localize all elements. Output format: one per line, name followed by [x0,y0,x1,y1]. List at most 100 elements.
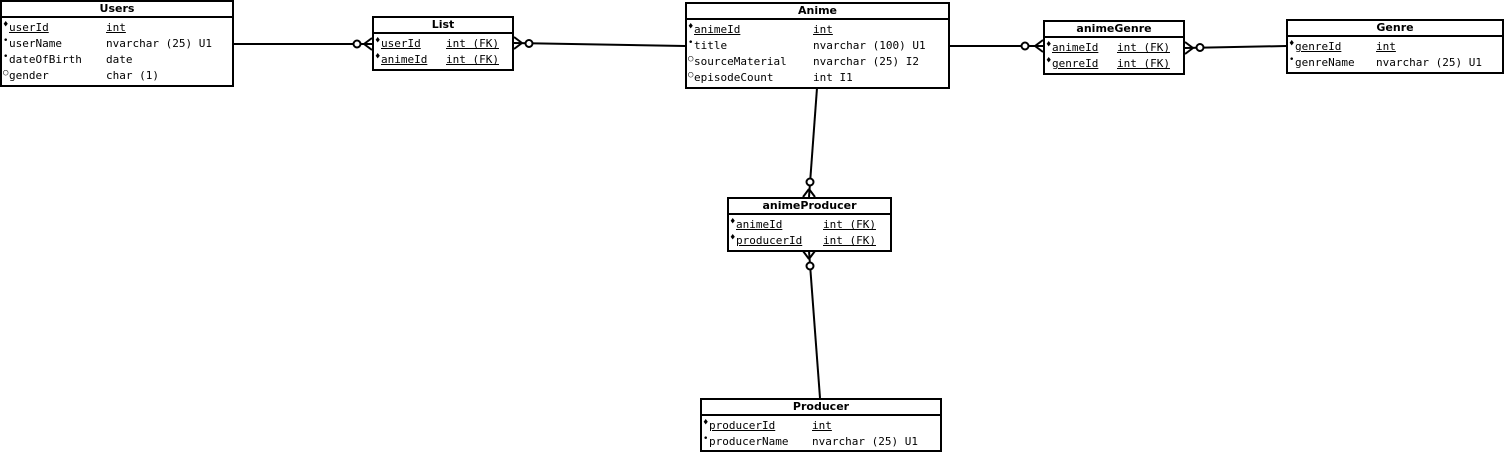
attribute-name: title [694,39,728,52]
mandatory-dot-icon: • [703,434,709,444]
optional-circle-icon: ○ [688,54,694,64]
attribute-name: gender [9,69,49,82]
entity-title: animeProducer [729,199,890,215]
attribute-type: char (1) [106,69,159,82]
entity-title: Producer [702,400,940,416]
attribute-row: ○episodeCount int I1 [687,70,948,86]
attribute-type: int (FK) [446,37,499,50]
attribute-name: episodeCount [694,71,774,84]
attribute-type: int (FK) [823,218,876,231]
attribute-type: int (FK) [823,234,876,247]
attribute-type: nvarchar (25) U1 [106,37,212,50]
rel-anime-animegenre-zero [1020,41,1030,51]
rel-genre-animegenre-crowfoot [1184,41,1194,55]
rel-anime-animeproducer-zero [805,177,815,187]
attribute-name: genreId [1295,40,1342,53]
attribute-row: ♦genreId int (FK) [1045,56,1183,72]
attribute-name: userName [9,37,62,50]
attribute-row: ○gender char (1) [2,68,232,84]
entity-users[interactable]: Users ♦userId int •userName nvarchar (25) … [0,0,234,87]
attribute-type: int [812,419,832,432]
attribute-type: int (FK) [1117,41,1170,54]
attribute-name: producerName [709,435,789,448]
attribute-row: ♦animeId int (FK) [729,217,890,233]
attribute-row: ♦producerId int [702,418,940,434]
attribute-row: ♦userId int [2,20,232,36]
attribute-name: userId [381,37,421,50]
optional-circle-icon: ○ [3,68,9,78]
rel-anime-list-crowfoot [513,36,523,50]
key-diamond-icon: ♦ [730,217,736,227]
key-diamond-icon: ♦ [1289,39,1295,49]
entity-producer[interactable]: Producer ♦producerId int •producerName nva… [700,398,942,452]
attribute-row: •genreName nvarchar (25) U1 [1288,55,1502,71]
entity-genre[interactable]: Genre ♦genreId int •genreName nvarchar (25… [1286,19,1504,74]
attribute-name: producerId [736,234,803,247]
entity-title: List [374,18,512,34]
rel-users-list-crowfoot [363,37,373,51]
rel-anime-list-zero [524,39,534,48]
attribute-type: nvarchar (100) U1 [813,39,926,52]
rel-anime-list [513,42,686,47]
attribute-name: dateOfBirth [9,53,82,66]
key-diamond-icon: ♦ [375,36,381,46]
attribute-name: animeId [736,218,783,231]
entity-anime[interactable]: Anime ♦animeId int •title nvarchar (100) U… [685,2,950,89]
mandatory-dot-icon: • [3,52,9,62]
attribute-name: genreId [1052,57,1099,70]
attribute-type: int [1376,40,1396,53]
attribute-name: animeId [1052,41,1099,54]
attribute-type: int [106,21,126,34]
rel-genre-animegenre-zero [1195,43,1205,52]
attribute-type: date [106,53,133,66]
entity-animeproducer[interactable]: animeProducer ♦animeId int (FK) ♦producer… [727,197,892,252]
rel-users-list-zero [352,39,362,49]
attribute-row: •userName nvarchar (25) U1 [2,36,232,52]
attribute-type: nvarchar (25) U1 [1376,56,1482,69]
key-diamond-icon: ♦ [1046,40,1052,50]
mandatory-dot-icon: • [3,36,9,46]
entity-title: animeGenre [1045,22,1183,38]
key-diamond-icon: ♦ [703,418,709,428]
entity-animegenre[interactable]: animeGenre ♦animeId int (FK) ♦genreId int … [1043,20,1185,75]
attribute-row: ♦animeId int (FK) [374,52,512,68]
rel-producer-animeproducer-zero [805,261,815,271]
attribute-type: int (FK) [446,53,499,66]
attribute-name: animeId [381,53,428,66]
key-diamond-icon: ♦ [3,20,9,30]
key-diamond-icon: ♦ [1046,56,1052,66]
entity-title: Users [2,2,232,18]
attribute-row: ♦animeId int [687,22,948,38]
entity-title: Anime [687,4,948,20]
attribute-name: producerId [709,419,776,432]
key-diamond-icon: ♦ [730,233,736,243]
key-diamond-icon: ♦ [375,52,381,62]
attribute-type: nvarchar (25) U1 [812,435,918,448]
rel-producer-animeproducer [808,250,821,399]
entity-list[interactable]: List ♦userId int (FK) ♦animeId int (FK) [372,16,514,71]
attribute-type: nvarchar (25) I2 [813,55,919,68]
rel-anime-animeproducer-crowfoot [802,188,816,198]
attribute-name: genreName [1295,56,1355,69]
optional-circle-icon: ○ [688,70,694,80]
attribute-type: int (FK) [1117,57,1170,70]
attribute-type: int [813,23,833,36]
entity-title: Genre [1288,21,1502,37]
mandatory-dot-icon: • [1289,55,1295,65]
attribute-row: ♦userId int (FK) [374,36,512,52]
attribute-name: userId [9,21,49,34]
mandatory-dot-icon: • [688,38,694,48]
attribute-row: •title nvarchar (100) U1 [687,38,948,54]
attribute-row: •dateOfBirth date [2,52,232,68]
attribute-type: int I1 [813,71,853,84]
attribute-name: sourceMaterial [694,55,787,68]
attribute-row: ○sourceMaterial nvarchar (25) I2 [687,54,948,70]
attribute-row: •producerName nvarchar (25) U1 [702,434,940,450]
attribute-name: animeId [694,23,741,36]
key-diamond-icon: ♦ [688,22,694,32]
attribute-row: ♦animeId int (FK) [1045,40,1183,56]
rel-producer-animeproducer-crowfoot [802,250,816,260]
attribute-row: ♦genreId int [1288,39,1502,55]
rel-anime-animegenre-crowfoot [1034,39,1044,53]
